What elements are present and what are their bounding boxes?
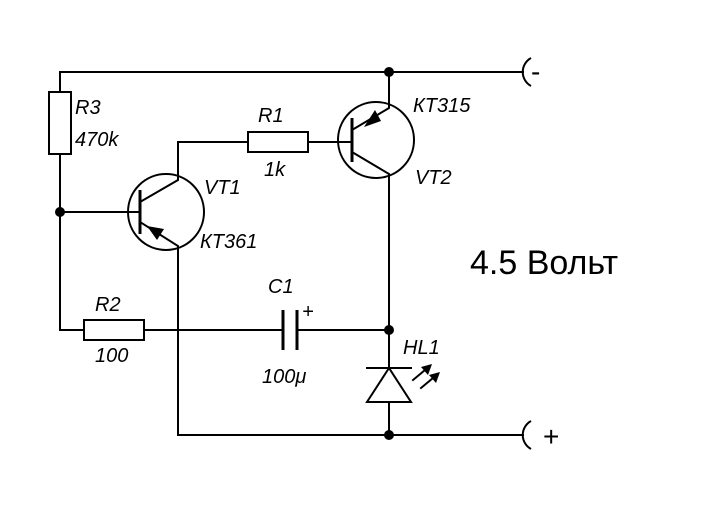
negative-terminal-socket: [521, 57, 532, 87]
vt2-lower-lead: [350, 150, 390, 331]
r2-label: R2: [95, 294, 121, 316]
vt2-type: КТ315: [413, 95, 471, 117]
junction-dot-top: [384, 67, 394, 77]
resistor-r3: [48, 91, 72, 155]
r1-value: 1k: [264, 159, 286, 181]
r2-value: 100: [95, 345, 128, 367]
led-light-arrowhead-1: [421, 364, 432, 375]
positive-terminal-label: +: [543, 421, 559, 452]
c1-polarity: +: [302, 301, 314, 323]
resistor-r1: [247, 131, 309, 153]
vt1-type: КТ361: [200, 231, 257, 253]
transistor-vt1-body: [127, 173, 205, 251]
transistor-vt2-body: [337, 101, 415, 179]
led-triangle: [365, 366, 413, 403]
junction-dot-vt1-base: [55, 207, 65, 217]
led-light-arrow-1: [411, 368, 427, 382]
r3-label: R3: [75, 97, 101, 119]
c1-value: 100μ: [262, 366, 306, 388]
supply-voltage-label: 4.5 Вольт: [470, 244, 618, 282]
vt1-label: VT1: [204, 177, 241, 199]
led-light-arrowhead-2: [429, 372, 440, 383]
resistor-r2: [83, 319, 145, 341]
r1-label: R1: [258, 105, 284, 127]
vt2-upper-lead: [350, 71, 390, 132]
hl1-label: HL1: [403, 337, 440, 359]
c1-label: C1: [268, 276, 294, 298]
vt2-label: VT2: [415, 167, 452, 189]
positive-terminal-socket: [521, 420, 532, 450]
led-light-arrow-2: [419, 376, 435, 390]
vt1-emitter-lead: [138, 220, 179, 436]
junction-dot-led: [384, 325, 394, 335]
negative-terminal-label: -: [531, 56, 540, 87]
vt1-collector-lead: [138, 141, 179, 204]
r3-value: 470k: [75, 129, 119, 151]
junction-dot-bottom: [384, 430, 394, 440]
vt1-emitter-arrow: [147, 226, 164, 240]
vt2-emitter-arrow: [364, 110, 381, 127]
